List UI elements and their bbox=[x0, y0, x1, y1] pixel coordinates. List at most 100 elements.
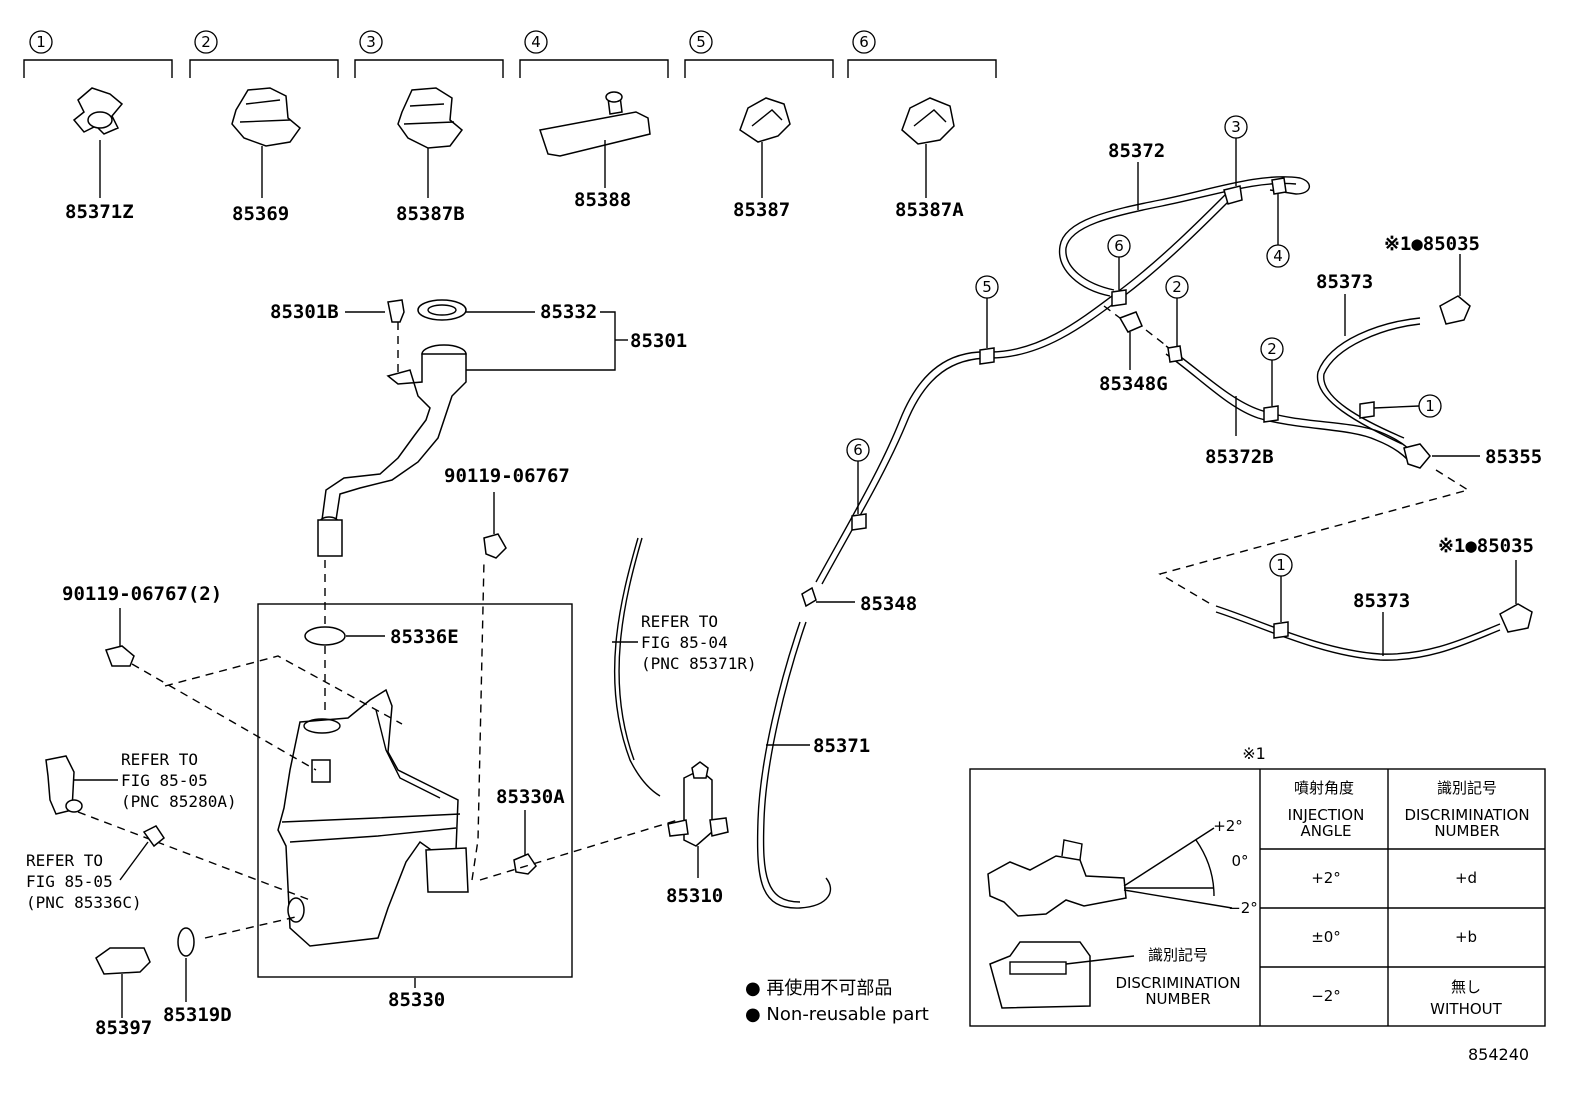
sensor-85280A bbox=[45, 755, 75, 815]
row3-code2: WITHOUT bbox=[1430, 1000, 1502, 1018]
hose-85372-lower bbox=[815, 189, 1231, 583]
hose-85373-lower bbox=[1215, 605, 1501, 655]
clip-label-85387A: 85387A bbox=[895, 199, 964, 221]
callout-hose-2b: 2 bbox=[1267, 340, 1277, 358]
label-90119-06767-2: 90119-06767(2) bbox=[62, 583, 222, 605]
fan-zero: 0° bbox=[1231, 852, 1248, 870]
bracket-3 bbox=[354, 59, 504, 78]
callout-circle-6 bbox=[852, 30, 876, 54]
label-85310: 85310 bbox=[666, 885, 723, 907]
callout-3: 3 bbox=[366, 33, 376, 51]
refer-85371R-3: (PNC 85371R) bbox=[641, 654, 757, 673]
figure-id: 854240 bbox=[1468, 1045, 1529, 1064]
tank-assembly: 85330 85336E bbox=[77, 559, 573, 1011]
label-85336E: 85336E bbox=[390, 626, 459, 648]
filler-neck-assembly: 85301B 85332 85301 bbox=[270, 299, 687, 625]
callout-4: 4 bbox=[531, 33, 541, 51]
clip-85369-drawing bbox=[231, 87, 302, 198]
label-85372B: 85372B bbox=[1205, 446, 1274, 468]
callout-1: 1 bbox=[36, 33, 46, 51]
label-90119-06767: 90119-06767 bbox=[444, 465, 570, 487]
callout-hose-2a: 2 bbox=[1172, 278, 1182, 296]
legend-non-reusable-en: ● Non-reusable part bbox=[745, 1004, 929, 1025]
bracket-2 bbox=[189, 59, 339, 78]
label-85372: 85372 bbox=[1108, 140, 1165, 162]
bolt-90119-06767 bbox=[483, 533, 507, 559]
label-85397: 85397 bbox=[95, 1017, 152, 1039]
filler-neck-85301 bbox=[321, 353, 467, 521]
grommet-85336E bbox=[304, 626, 346, 646]
label-85319D: 85319D bbox=[163, 1004, 232, 1026]
grommet-85336C bbox=[142, 825, 166, 848]
callout-2: 2 bbox=[201, 33, 211, 51]
bracket-5 bbox=[684, 59, 834, 78]
refer-85336C-2: FIG 85-05 bbox=[26, 872, 113, 891]
pump-assembly: 85330A 85310 REFER TO FIG 85-04 (PNC 853… bbox=[479, 537, 757, 907]
label-85330: 85330 bbox=[388, 989, 445, 1011]
joint-85348 bbox=[801, 586, 817, 608]
callout-circle-3 bbox=[359, 30, 383, 54]
bracket-4 bbox=[519, 59, 669, 78]
label-85373-lower: 85373 bbox=[1353, 590, 1410, 612]
bracket-1 bbox=[23, 59, 173, 78]
clip-85388-drawing bbox=[539, 91, 651, 188]
callout-hose-3: 3 bbox=[1231, 118, 1241, 136]
label-85348G: 85348G bbox=[1099, 373, 1168, 395]
fan-minus2: −2° bbox=[1228, 899, 1258, 917]
label-85355: 85355 bbox=[1485, 446, 1542, 468]
label-85373-upper: 85373 bbox=[1316, 271, 1373, 293]
col-disc-en2: NUMBER bbox=[1434, 822, 1499, 840]
bolt-85301B bbox=[387, 299, 405, 323]
joint-85348G bbox=[1118, 311, 1143, 333]
row3-angle: −2° bbox=[1311, 987, 1341, 1005]
injection-angle-table: ※1 噴射角度 INJECTION ANGLE 識別記号 DISCRIMINAT… bbox=[969, 744, 1546, 1027]
row2-code: +b bbox=[1455, 928, 1477, 946]
col-disc-jp: 識別記号 bbox=[1437, 779, 1497, 797]
callout-circle-5 bbox=[689, 30, 713, 54]
discrimination-illustration: 識別記号 DISCRIMINATION NUMBER bbox=[989, 941, 1241, 1009]
disc-label-en2: NUMBER bbox=[1145, 990, 1210, 1008]
clip-label-85371Z: 85371Z bbox=[65, 201, 134, 223]
clip-85387-drawing bbox=[739, 97, 791, 198]
bolt-90119-06767-2 bbox=[105, 645, 135, 667]
col-disc-en1: DISCRIMINATION bbox=[1404, 806, 1529, 824]
small-parts-left: 90119-06767 90119-06767(2) REFER TO FIG … bbox=[26, 465, 570, 1039]
callout-hose-1b: 1 bbox=[1276, 556, 1286, 574]
nozzle-85035-lower bbox=[1499, 603, 1533, 633]
callout-5: 5 bbox=[696, 33, 706, 51]
refer-85280A-1: REFER TO bbox=[121, 750, 198, 769]
refer-85336C-1: REFER TO bbox=[26, 851, 103, 870]
callout-hose-4: 4 bbox=[1273, 247, 1283, 265]
table-mark: ※1 bbox=[1242, 744, 1266, 763]
nozzle-angle-illustration: +2° 0° −2° bbox=[987, 817, 1258, 917]
callout-hose-1a: 1 bbox=[1425, 397, 1435, 415]
callout-hose-5: 5 bbox=[982, 278, 992, 296]
callout-circle-1 bbox=[29, 30, 53, 54]
hose-85372 bbox=[1058, 176, 1310, 297]
refer-85280A-2: FIG 85-05 bbox=[121, 771, 208, 790]
tank-frame-85330 bbox=[257, 603, 573, 978]
clip-85387A-drawing bbox=[901, 97, 955, 198]
bulb-85397 bbox=[95, 947, 151, 975]
clip-85371Z-drawing bbox=[72, 87, 124, 198]
callout-circle-4 bbox=[524, 30, 548, 54]
col-injection-en1: INJECTION bbox=[1288, 806, 1365, 824]
row1-angle: +2° bbox=[1311, 869, 1341, 887]
refer-85371R-2: FIG 85-04 bbox=[641, 633, 728, 652]
legend-non-reusable-jp: ● 再使用不可部品 bbox=[745, 978, 892, 999]
bracket-6 bbox=[847, 59, 997, 78]
nozzle-85035-upper bbox=[1439, 295, 1471, 325]
disc-label-en1: DISCRIMINATION bbox=[1115, 974, 1240, 992]
label-85330A: 85330A bbox=[496, 786, 565, 808]
label-85348: 85348 bbox=[860, 593, 917, 615]
callout-hose-6a: 6 bbox=[853, 441, 863, 459]
clip-85387B-drawing bbox=[397, 87, 464, 198]
hose-85371 bbox=[756, 621, 832, 909]
callout-circle-2 bbox=[194, 30, 218, 54]
row3-code: 無し bbox=[1451, 978, 1481, 996]
hose-85371R bbox=[613, 537, 661, 797]
clip-label-85369: 85369 bbox=[232, 203, 289, 225]
disc-label-jp: 識別記号 bbox=[1148, 946, 1208, 964]
legend: ● 再使用不可部品 ● Non-reusable part bbox=[745, 978, 929, 1025]
